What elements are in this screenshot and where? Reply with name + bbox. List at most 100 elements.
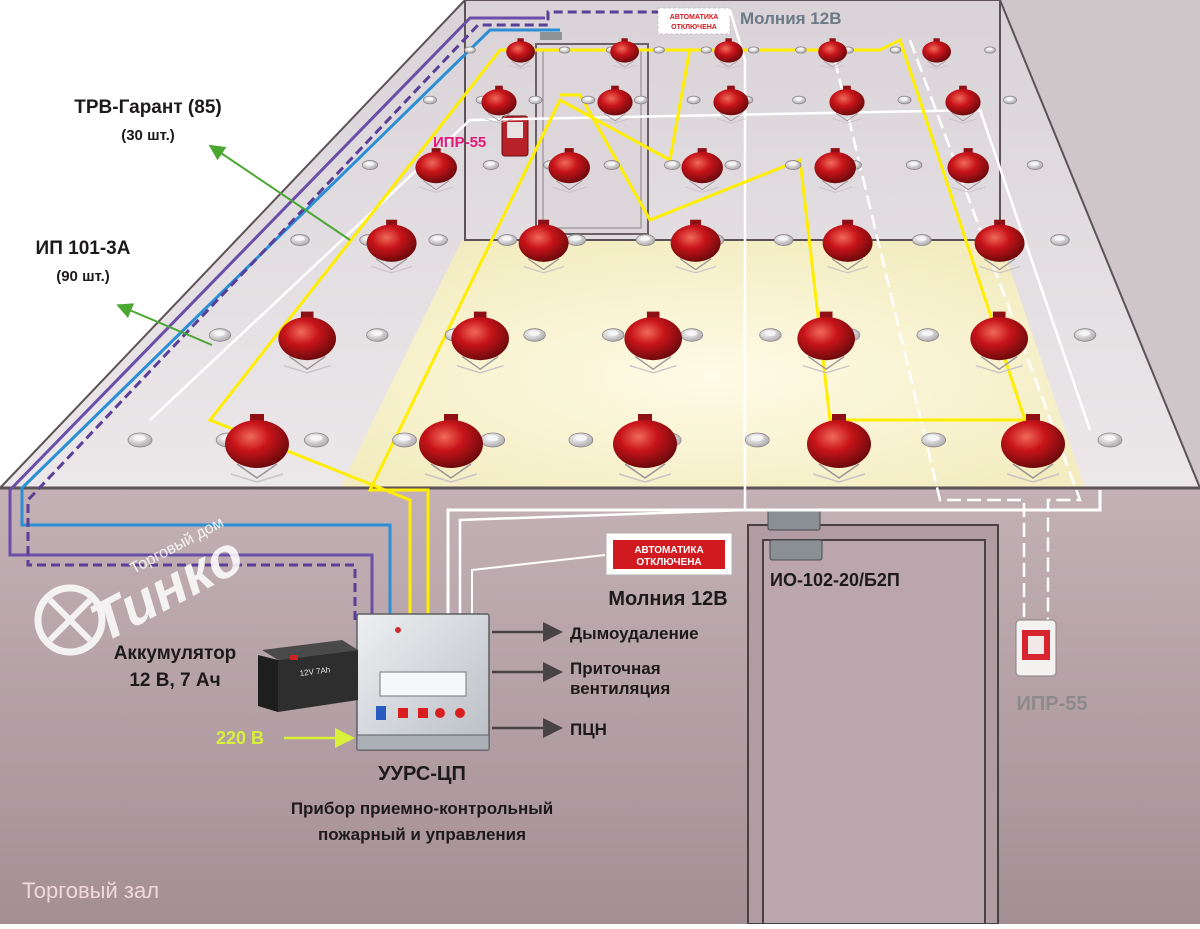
ipr-back <box>501 115 529 157</box>
trv-label: ТРВ-Гарант (85) <box>74 97 221 118</box>
smoke-detector-icon <box>566 234 587 246</box>
smoke-detector-icon <box>773 234 794 246</box>
smoke-detector-icon <box>480 432 506 448</box>
smoke-detector-icon <box>664 160 681 170</box>
extinguisher-icon <box>714 38 743 70</box>
extinguisher-icon <box>681 148 723 193</box>
smoke-detector-icon <box>392 432 417 448</box>
extinguisher-icon <box>225 414 289 483</box>
extinguisher-icon <box>922 38 951 70</box>
white-wire-back <box>458 9 747 620</box>
white-wire-loop <box>149 108 1092 431</box>
smoke-detector-icon <box>905 160 923 170</box>
smoke-detector-icon <box>127 432 153 448</box>
extinguisher-icon <box>548 148 590 193</box>
extinguisher-icon <box>822 219 873 274</box>
smoke-detector-icon <box>422 95 437 105</box>
smoke-detector-icon <box>984 46 996 54</box>
violet-wire-2 <box>26 10 658 620</box>
device-name: УУРС-ЦП <box>378 763 466 785</box>
sign-line1: АВТОМАТИКА <box>634 545 703 556</box>
battery-label: Аккумулятор <box>114 643 237 664</box>
extinguisher-icon <box>670 219 721 274</box>
extinguisher-icon <box>829 85 865 124</box>
smoke-detector-icon <box>635 234 656 246</box>
trv-callout-arrow <box>208 144 351 241</box>
sign-back-line1: АВТОМАТИКА <box>670 14 719 21</box>
extinguisher-icon <box>970 311 1028 374</box>
control-device <box>356 613 490 751</box>
room-name: Торговый зал <box>22 878 159 903</box>
ip-callout-arrow <box>116 303 213 346</box>
device-desc-2: пожарный и управления <box>318 825 526 844</box>
extinguisher-icon <box>506 38 535 70</box>
smoke-detector-icon <box>603 160 621 170</box>
smoke-detector-icon <box>428 234 448 246</box>
smoke-detector-icon <box>581 95 596 105</box>
smoke-detector-icon <box>916 328 939 342</box>
ip-count: (90 шт.) <box>56 268 110 285</box>
output-arrows <box>492 622 563 738</box>
smoke-detector-icon <box>208 328 232 342</box>
molniya-top-label: Молния 12В <box>740 9 841 28</box>
smoke-detector-icon <box>558 46 571 54</box>
smoke-detector-icon <box>361 160 379 170</box>
watermark-logo-icon <box>34 584 106 656</box>
smoke-detector-icon <box>1097 432 1123 448</box>
door-sensor-magnet <box>769 539 823 561</box>
extinguisher-icon <box>518 219 569 274</box>
output-ventilation-label-1: Приточная <box>570 659 661 678</box>
smoke-detector-icon <box>744 432 770 448</box>
extinguisher-icon <box>624 311 682 374</box>
smoke-detector-icon <box>464 46 476 54</box>
extinguisher-icon <box>610 38 639 70</box>
smoke-detector-icon <box>700 46 713 54</box>
molniya-front-label: Молния 12В <box>608 588 727 610</box>
white-wire-sign <box>471 554 606 620</box>
white-wire-right-2 <box>908 39 1082 620</box>
smoke-detector-icon <box>633 95 648 105</box>
ipr-top-label: ИПР-55 <box>433 134 486 151</box>
extinguisher-icon <box>807 414 871 483</box>
smoke-detector-icon <box>497 234 518 246</box>
smoke-detector-icon <box>889 46 902 54</box>
extinguisher-modules <box>225 38 1065 483</box>
battery-sticker: 12V 7Ah <box>299 665 331 678</box>
extinguisher-icon <box>818 38 847 70</box>
smoke-detector-icon <box>1003 95 1018 105</box>
battery-spec: 12 В, 7 Ач <box>129 670 220 691</box>
extinguisher-icon <box>597 85 633 124</box>
door-sensor-label: ИО-102-20/Б2П <box>770 570 900 590</box>
ipr-front <box>1015 619 1057 677</box>
smoke-detector-icon <box>523 328 546 342</box>
white-wire-front <box>446 490 1102 620</box>
extinguisher-icon <box>415 148 458 193</box>
ceiling-edge-right <box>999 0 1200 489</box>
back-door-sensor <box>540 32 562 40</box>
extinguisher-icon <box>1001 414 1065 483</box>
front-wall <box>0 488 1200 924</box>
yellow-loop-inner <box>367 47 692 620</box>
ceiling-glow <box>340 240 1085 488</box>
battery: 12V 7Ah <box>258 640 358 712</box>
smoke-detector-icon <box>568 432 594 448</box>
extinguisher-icon <box>419 414 483 483</box>
smoke-detector-icon <box>686 95 701 105</box>
extinguisher-icon <box>713 85 749 124</box>
power-label: 220 В <box>216 728 264 748</box>
smoke-detector-icon <box>680 328 704 342</box>
smoke-detector-icon <box>912 234 932 246</box>
extinguisher-icon <box>366 219 417 274</box>
smoke-detector-icon <box>482 160 500 170</box>
ipr-front-label: ИПР-55 <box>1017 693 1088 715</box>
smoke-detector-icon <box>366 328 389 342</box>
violet-wire-1 <box>8 16 545 620</box>
ip-label: ИП 101-3А <box>36 238 131 259</box>
smoke-detector-icon <box>921 432 947 448</box>
smoke-detector-icon <box>653 46 665 54</box>
sign-back: АВТОМАТИКА ОТКЛЮЧЕНА <box>657 7 731 35</box>
door-sensor-body <box>767 509 821 531</box>
extinguisher-icon <box>947 148 989 193</box>
output-smoke-label: Дымоудаление <box>570 624 699 643</box>
